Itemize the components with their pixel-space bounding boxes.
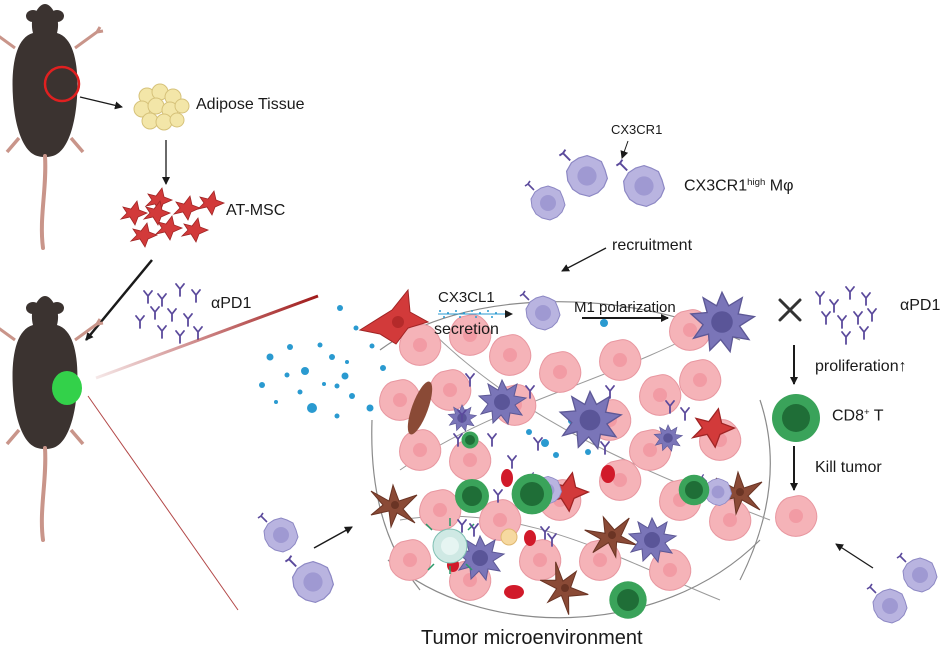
cd8-t-label: CD8+ T: [832, 407, 884, 425]
adipose-tissue-icon: [133, 83, 190, 131]
recipient-mouse: [0, 294, 105, 542]
apd1-right-label: αPD1: [900, 297, 941, 314]
block-cross-icon: [778, 298, 802, 322]
at-msc-label: AT-MSC: [226, 202, 286, 219]
kill-tumor-label: Kill tumor: [815, 459, 882, 476]
recruitment-label: recruitment: [612, 237, 693, 254]
target-tumor-cell-icon: [775, 495, 818, 537]
cx3cr1-label: CX3CR1: [611, 122, 663, 137]
tumor-microenvironment-title: Tumor microenvironment: [421, 627, 643, 649]
at-msc-cells-icon: [120, 187, 225, 248]
m1-polarization-label: M1 polarization: [574, 299, 676, 316]
incoming-macrophages-left: [257, 512, 335, 604]
incoming-macrophages-right: [866, 552, 938, 624]
tumor-microenvironment-scene: [370, 301, 772, 620]
adipose-tissue-label: Adipose Tissue: [196, 96, 305, 113]
secreting-msc-icon: [358, 288, 430, 345]
recruited-macrophage-icon: [519, 290, 561, 331]
cd8-t-cell-icon: [772, 394, 820, 442]
tumor-graft-icon: [52, 371, 82, 405]
antibody-cluster-left: [135, 283, 203, 344]
apd1-left-label: αPD1: [211, 295, 252, 312]
antibody-cluster-right: [815, 286, 877, 345]
donor-mouse: [0, 2, 105, 250]
secretion-label: secretion: [434, 321, 499, 338]
dendritic-cell-icon: [425, 518, 475, 574]
cx3cr1-high-macrophage-label: CX3CR1high Mφ: [684, 177, 794, 195]
cx3cl1-label: CX3CL1: [438, 289, 495, 306]
cx3cr1-macrophages: [524, 148, 666, 221]
proliferation-label: proliferation↑: [815, 358, 907, 375]
harvest-site-circle: [43, 65, 81, 103]
